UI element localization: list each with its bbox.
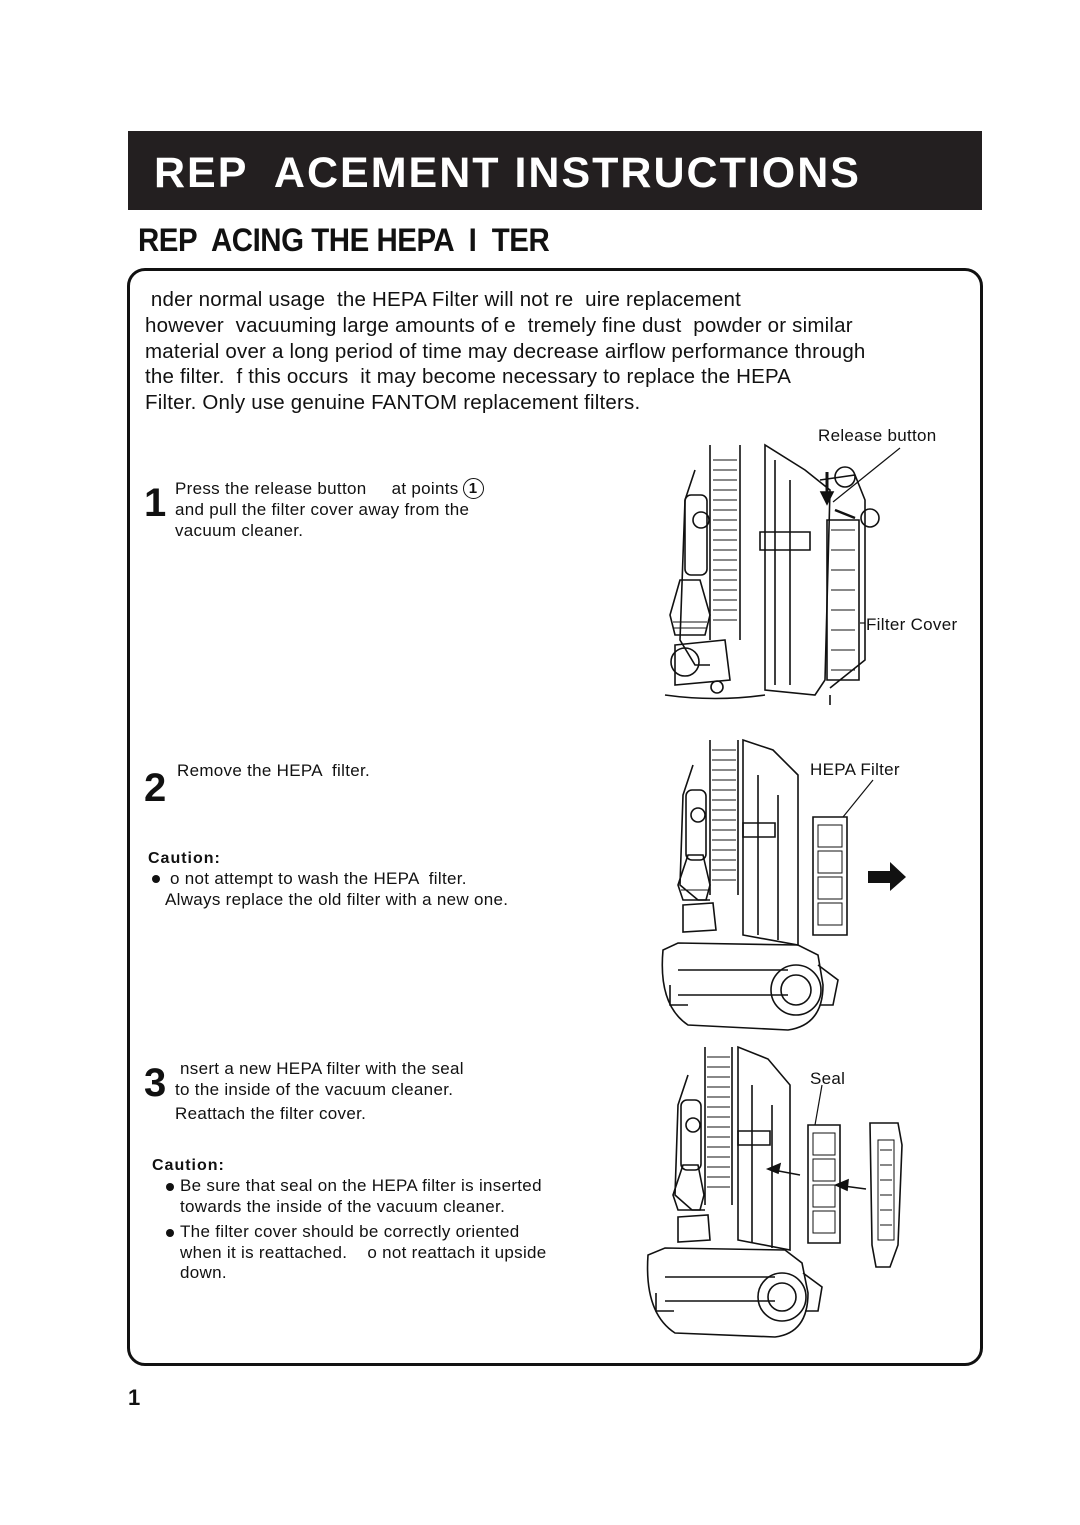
vacuum-filter-cover-illustration — [655, 440, 975, 710]
point-marker-1: 1 — [462, 478, 484, 499]
step-2-number: 2 — [144, 766, 167, 810]
section-title: REP ACING THE HEPA I TER — [138, 222, 550, 258]
title-banner: REP ACEMENT INSTRUCTIONS — [128, 131, 982, 210]
caution-line: towards the inside of the vacuum cleaner… — [180, 1196, 506, 1216]
intro-line: however vacuuming large amounts of e tre… — [145, 313, 853, 337]
caution-line: Be sure that seal on the HEPA filter is … — [180, 1176, 542, 1195]
callout-filter-cover: Filter Cover — [866, 615, 958, 634]
page-title: REP ACEMENT INSTRUCTIONS — [154, 149, 861, 197]
step-1-line: and pull the filter cover away from the — [175, 500, 470, 519]
caution-line: Always replace the old filter with a new… — [165, 889, 509, 909]
step-3-text: nsert a new HEPA filter with the seal to… — [175, 1058, 464, 1124]
intro-line: nder normal usage the HEPA Filter will n… — [145, 288, 741, 311]
bullet-dot — [166, 1229, 174, 1237]
intro-line: Filter. Only use genuine FANTOM replacem… — [145, 391, 641, 415]
bullet-dot — [152, 875, 160, 883]
page-number: 1 — [128, 1385, 141, 1410]
caution-line: when it is reattached. o not reattach it… — [180, 1242, 547, 1262]
caution-line: down. — [180, 1263, 227, 1282]
callout-hepa-filter: HEPA Filter — [810, 760, 900, 779]
step-2-caution: o not attempt to wash the HEPA filter. A… — [165, 869, 508, 910]
intro-paragraph: nder normal usage the HEPA Filter will n… — [145, 287, 975, 416]
callout-seal: Seal — [810, 1069, 846, 1088]
step-1-line-text: Press the release button at points — [175, 479, 459, 498]
step-2-caution-heading: Caution: — [148, 850, 221, 867]
caution-line: o not attempt to wash the HEPA filter. — [165, 869, 467, 888]
intro-line: material over a long period of time may … — [145, 339, 866, 363]
step-3-number: 3 — [144, 1061, 167, 1105]
caution-line: The filter cover should be correctly ori… — [180, 1222, 520, 1241]
bullet-dot — [166, 1183, 174, 1191]
step-1-number: 1 — [144, 481, 167, 525]
step-3-caution-heading: Caution: — [152, 1157, 225, 1174]
step-2-text: Remove the HEPA filter. — [177, 760, 370, 781]
vacuum-insert-filter-illustration — [640, 1045, 920, 1340]
step-3-caution-2: The filter cover should be correctly ori… — [180, 1222, 547, 1284]
step-3-line: to the inside of the vacuum cleaner. — [175, 1080, 454, 1099]
callout-release-button: Release button — [818, 426, 937, 445]
step-3-caution-1: Be sure that seal on the HEPA filter is … — [180, 1176, 542, 1217]
vacuum-remove-filter-illustration — [648, 735, 906, 1035]
step-3-line: Reattach the filter cover. — [175, 1104, 367, 1123]
step-3-line: nsert a new HEPA filter with the seal — [175, 1059, 464, 1078]
step-1-line: vacuum cleaner. — [175, 521, 304, 540]
intro-line: the filter. f this occurs it may become … — [145, 365, 792, 389]
step-2-line: Remove the HEPA filter. — [177, 761, 371, 780]
